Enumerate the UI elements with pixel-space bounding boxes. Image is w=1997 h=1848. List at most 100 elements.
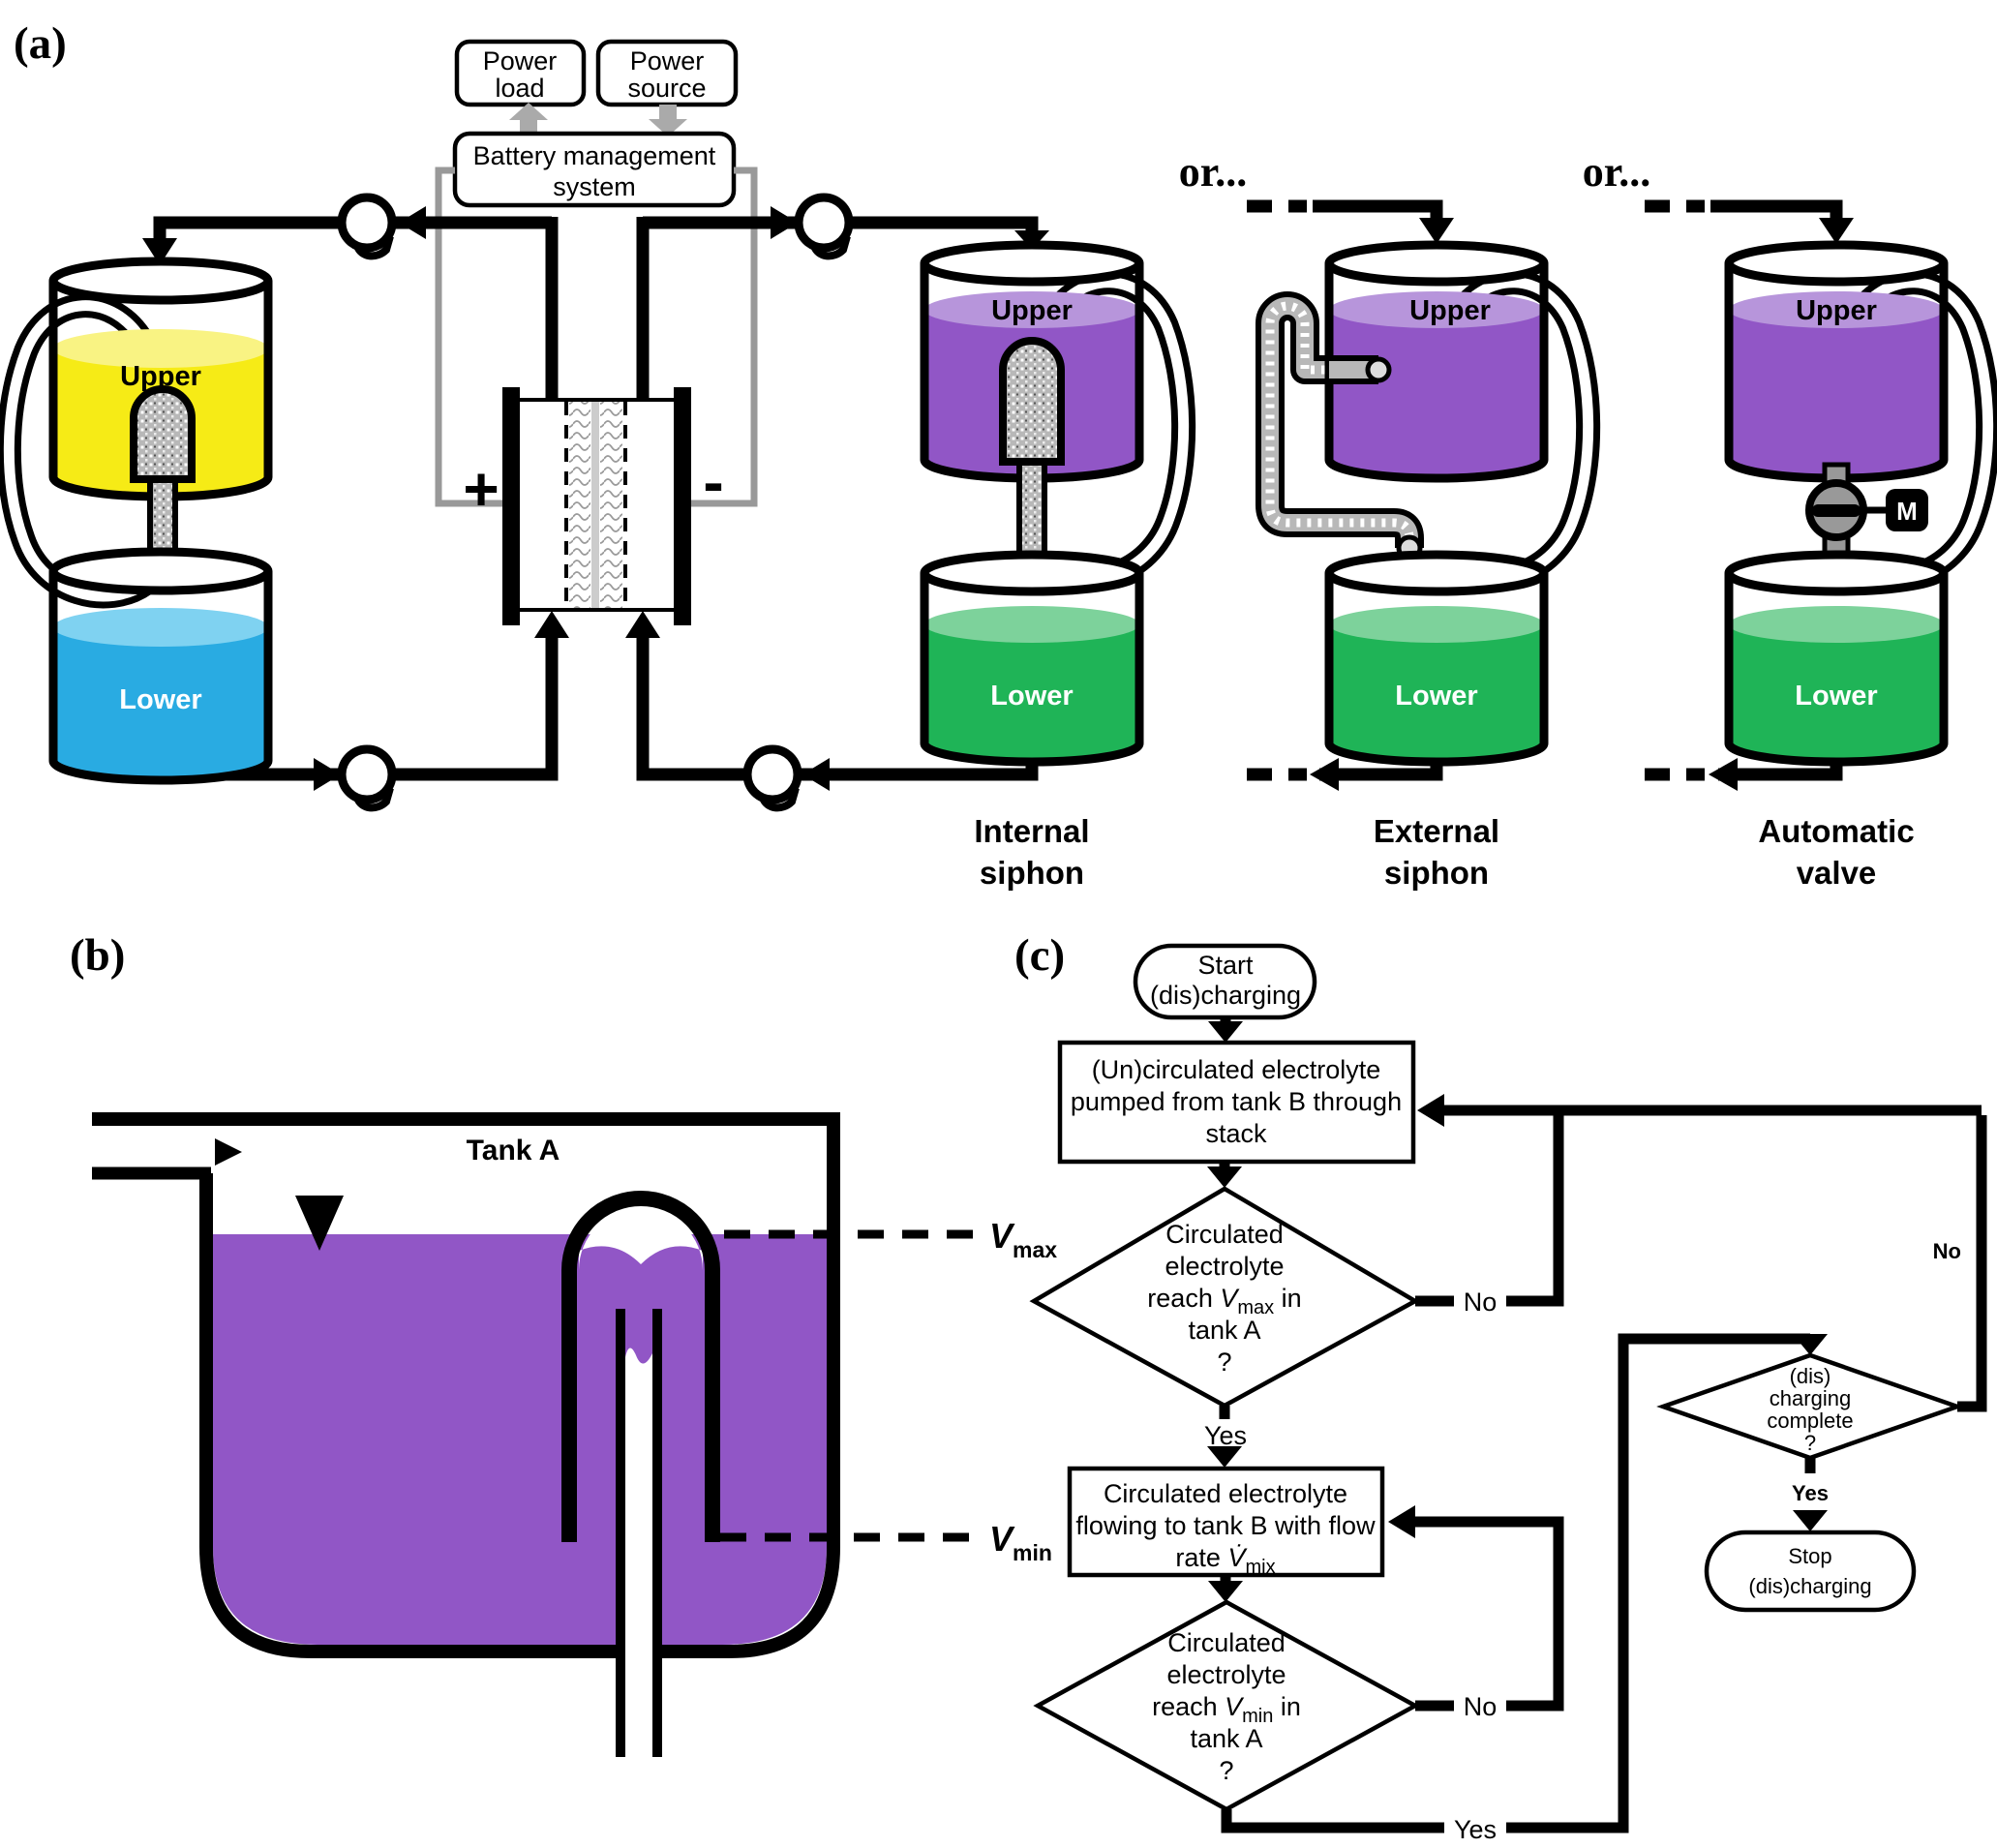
- siphon-dome: [999, 337, 1065, 466]
- complete-decision: (dis) charging complete ?: [1656, 1352, 1964, 1461]
- set-caption-line1: Automatic: [1758, 813, 1914, 849]
- vmax-label: Vmax: [989, 1216, 1057, 1262]
- lower-tank-label: Lower: [119, 684, 201, 715]
- pump-step-box: (Un)circulated electrolyte pumped from t…: [1057, 1040, 1416, 1165]
- lower-tank-label: Lower: [1795, 681, 1877, 712]
- tank-set-automatic-valve: Upper M Lower Automatic valve: [1724, 240, 1997, 891]
- d1-yes-label: Yes: [1204, 1421, 1247, 1450]
- d2-no-label: No: [1464, 1692, 1498, 1721]
- d2-yes-label: Yes: [1454, 1815, 1497, 1844]
- d3-line2: charging: [1770, 1386, 1851, 1410]
- tank-a-right-wall: [661, 1112, 840, 1658]
- membrane-felt-right: [600, 402, 622, 608]
- flow-step-line1: Circulated electrolyte: [1104, 1479, 1347, 1508]
- flow-arrowheads: [1207, 1021, 1828, 1602]
- siphon-crest-gap: [579, 1208, 703, 1270]
- set-caption-line2: siphon: [1384, 855, 1489, 891]
- power-source-line1: Power: [630, 46, 705, 76]
- drain-tube-interior: [625, 1309, 652, 1754]
- feed-external-siphon: [1247, 199, 1454, 791]
- start-line2: (dis)charging: [1150, 981, 1301, 1010]
- panel-b-label: (b): [70, 930, 125, 981]
- d3-line3: complete: [1767, 1409, 1853, 1433]
- bms-wire-positive: [435, 167, 506, 507]
- panel-c-label: (c): [1014, 930, 1065, 981]
- d3-line4: ?: [1804, 1431, 1816, 1455]
- flow-arrow-left-icon: [399, 206, 426, 239]
- upper-tank-label: Upper: [1796, 295, 1877, 326]
- tank-set-internal-siphon: Upper Lower Internal siphon: [920, 240, 1196, 891]
- electrode-negative: [674, 387, 691, 625]
- start-line1: Start: [1197, 951, 1254, 980]
- electrode-positive: [502, 387, 520, 625]
- pump-step-line1: (Un)circulated electrolyte: [1092, 1055, 1381, 1084]
- d3-no-label: No: [1933, 1239, 1961, 1263]
- power-load-box: Power load: [454, 39, 587, 107]
- d3-yes-label: Yes: [1792, 1481, 1829, 1505]
- plus-terminal-label: +: [463, 454, 499, 524]
- or-label-2: or...: [1583, 148, 1651, 196]
- set-caption-line2: valve: [1797, 855, 1877, 891]
- pump-step-line2: pumped from tank B through: [1071, 1087, 1402, 1116]
- power-source-line2: source: [627, 74, 706, 103]
- set-caption-line2: siphon: [980, 855, 1084, 891]
- panel-a: (a) Power load Power source Battery mana…: [0, 18, 1997, 891]
- d1-line3: reach Vmax in: [1147, 1284, 1301, 1318]
- d3-line1: (dis): [1790, 1364, 1831, 1388]
- siphon-outer-tube: [561, 1191, 720, 1542]
- membrane-separator: [591, 402, 599, 608]
- flow-arrow-right-icon: [771, 206, 798, 239]
- minus-terminal-label: -: [703, 447, 723, 517]
- tank-set-external-siphon: Upper Lower External siphon: [1256, 240, 1601, 891]
- lower-tank-label: Lower: [1395, 681, 1477, 712]
- flow-arrow-left-icon: [802, 758, 830, 791]
- pump-step-line3: stack: [1205, 1119, 1267, 1148]
- start-node: Start (dis)charging: [1133, 943, 1317, 1020]
- d1-line2: electrolyte: [1165, 1252, 1284, 1281]
- arrow-down-from-source-icon: [649, 105, 687, 136]
- valve-icon: [1805, 462, 1886, 560]
- vmin-label: Vmin: [989, 1519, 1052, 1565]
- pump-bottom-left-icon: [337, 744, 397, 812]
- flow-step-line3: rate V̇mix: [1175, 1543, 1275, 1578]
- lower-tank-label: Lower: [990, 681, 1073, 712]
- stop-line2: (dis)charging: [1748, 1574, 1871, 1598]
- motor-label: M: [1896, 497, 1918, 526]
- power-source-box: Power source: [595, 39, 739, 107]
- drain-stream: [625, 1309, 652, 1364]
- battery-stack: + -: [463, 217, 724, 625]
- d1-line5: ?: [1217, 1348, 1231, 1377]
- stop-line1: Stop: [1788, 1544, 1831, 1568]
- d1-line4: tank A: [1188, 1316, 1260, 1345]
- flow-arrow-right-icon: [314, 758, 341, 791]
- d2-line4: tank A: [1190, 1724, 1262, 1753]
- stop-node: Stop (dis)charging: [1704, 1530, 1917, 1613]
- panel-b: (b) Tank A Vmax Vmin: [70, 930, 1057, 1757]
- bms-wire-negative: [688, 167, 758, 507]
- set-caption-line1: External: [1374, 813, 1499, 849]
- pump-top-left-icon: [337, 193, 397, 260]
- tank-a-title: Tank A: [467, 1135, 560, 1166]
- vmax-decision: Circulated electrolyte reach Vmax in tan…: [1029, 1186, 1420, 1409]
- vmin-decision: Circulated electrolyte reach Vmin in tan…: [1033, 1599, 1420, 1812]
- d1-line1: Circulated: [1165, 1220, 1284, 1249]
- d2-line5: ?: [1219, 1756, 1233, 1785]
- power-load-line2: load: [495, 74, 544, 103]
- pipe-top-left: [142, 206, 552, 265]
- upper-tank-label: Upper: [991, 295, 1073, 326]
- pump-top-right-icon: [794, 193, 854, 260]
- siphon-dome: [130, 385, 196, 483]
- tank-set-left: Upper Lower: [0, 257, 273, 785]
- membrane-felt-left: [569, 402, 590, 608]
- d1-no-label: No: [1464, 1288, 1498, 1317]
- upper-tank-label: Upper: [1409, 295, 1491, 326]
- or-label-1: or...: [1179, 148, 1248, 196]
- overflow-tube: [3, 300, 149, 602]
- arrow-up-to-load-icon: [509, 103, 548, 135]
- d2-line1: Circulated: [1167, 1628, 1286, 1657]
- inflow-arrow-icon: [215, 1138, 242, 1166]
- panel-a-label: (a): [14, 18, 67, 69]
- bms-line2: system: [553, 172, 636, 201]
- tank-a-left-wall: [199, 1173, 617, 1658]
